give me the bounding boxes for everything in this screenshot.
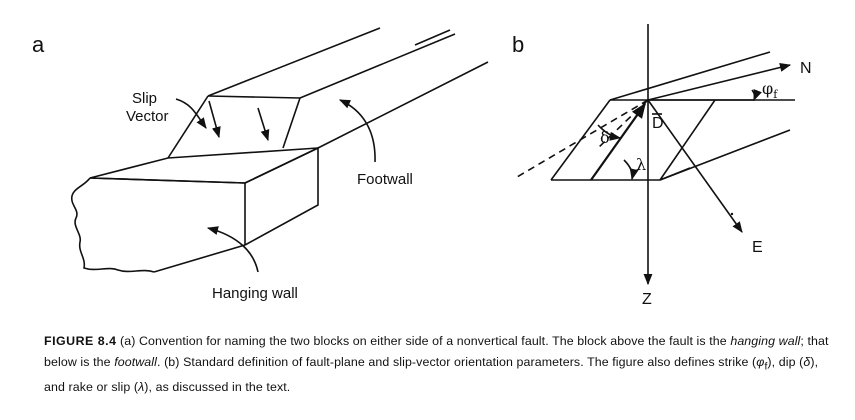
slip-vector-arrows: [208, 100, 270, 142]
caption-hanging-wall: hanging wall: [730, 334, 801, 348]
caption-dip-symbol: δ: [803, 355, 811, 369]
caption-text-4: ), dip (: [767, 355, 804, 369]
hanging-wall-annotation: Hanging wall: [206, 226, 298, 302]
fault-plane: [167, 95, 209, 159]
z-axis-label: Z: [642, 291, 652, 305]
panel-b-label: b: [512, 32, 524, 57]
footwall-label: Footwall: [357, 171, 413, 188]
rake-angle-label: λ: [636, 155, 646, 174]
dip-angle-label: δ: [600, 128, 610, 147]
panel-b: b Z N D E: [512, 24, 812, 305]
figure-caption: FIGURE 8.4 (a) Convention for naming the…: [44, 331, 834, 398]
caption-text-5: ), and rake or slip (: [44, 355, 819, 395]
dashed-projections: [516, 99, 649, 178]
hanging-wall-label: Hanging wall: [212, 285, 298, 302]
east-axis-label: E: [752, 239, 763, 256]
strike-angle-arc: [751, 88, 762, 102]
panel-a: a Slip Vector: [32, 27, 489, 302]
caption-text-3: . (b) Standard definition of fault-plane…: [157, 355, 757, 369]
caption-label: FIGURE 8.4: [44, 334, 117, 348]
footwall-block: [207, 27, 489, 149]
footwall-annotation: Footwall: [338, 99, 413, 188]
fault-plane-block: [550, 51, 791, 181]
dip-angle-arc: [597, 124, 622, 141]
caption-strike-subscript: f: [764, 361, 768, 373]
small-dot-mark: [730, 212, 734, 216]
figure-8-4-illustration: a Slip Vector: [32, 24, 812, 305]
panel-a-label: a: [32, 32, 45, 57]
caption-rake-symbol: λ: [138, 380, 145, 395]
slip-vector-d: [590, 102, 646, 181]
north-axis-label: N: [800, 60, 812, 77]
caption-text-6: ), as discussed in the text.: [144, 380, 291, 395]
slip-label-line2: Vector: [126, 108, 169, 125]
caption-text-2: ; that below is the: [44, 334, 829, 369]
north-axis: [647, 63, 792, 101]
caption-strike-symbol: φ: [756, 355, 765, 369]
slip-vector-label: D: [652, 115, 664, 132]
east-axis: [647, 99, 743, 233]
rake-angle-arc: [623, 159, 639, 181]
slip-vector-annotation: Slip Vector: [126, 90, 207, 129]
hanging-wall-block: [70, 146, 319, 273]
strike-angle-label: φf: [762, 79, 778, 101]
caption-footwall: footwall: [114, 355, 157, 369]
caption-text-1: (a) Convention for naming the two blocks…: [116, 334, 731, 348]
slip-label-line1: Slip: [132, 90, 157, 107]
